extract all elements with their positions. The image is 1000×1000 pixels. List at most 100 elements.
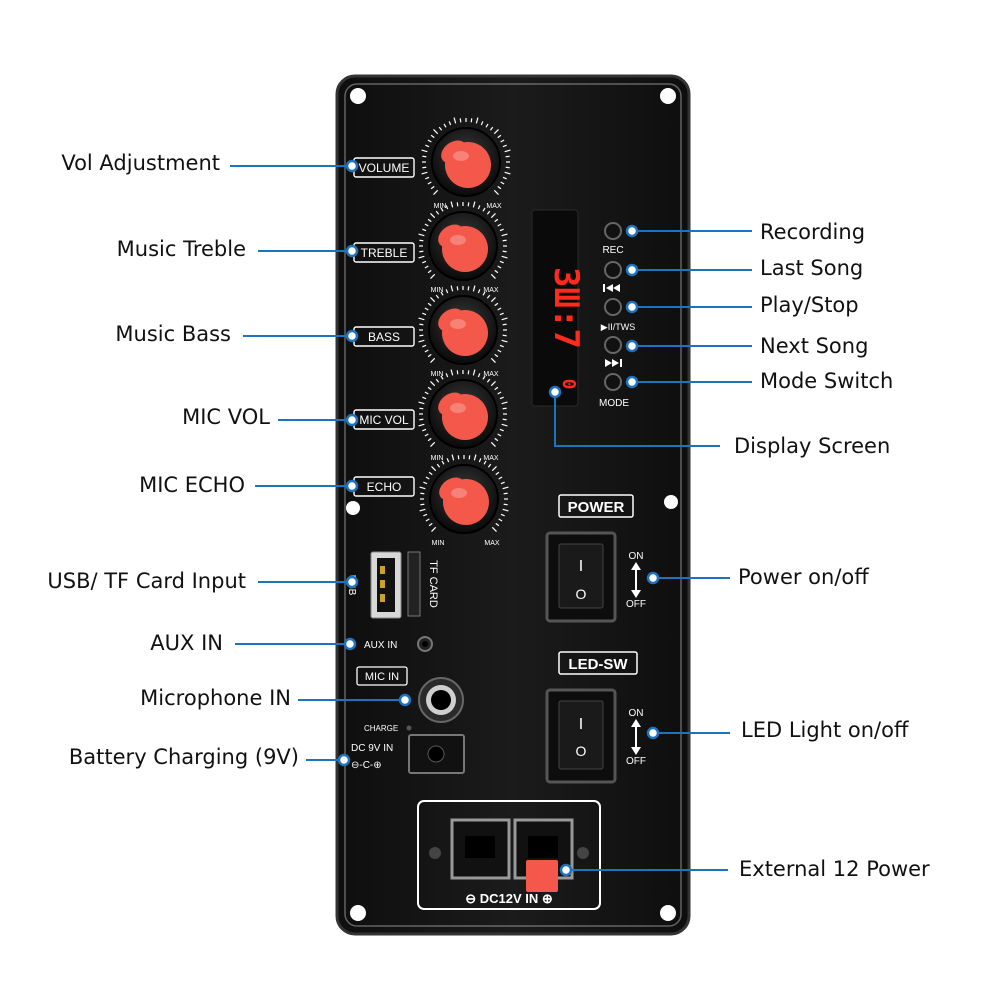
power-on-label: ON: [629, 551, 644, 562]
aux-in-label: AUX IN: [364, 640, 397, 651]
knob-echo[interactable]: MIN MAX: [419, 454, 509, 547]
rec-label: REC: [602, 245, 623, 256]
mounting-hole: [346, 501, 360, 515]
knob-label-volume: VOLUME: [359, 161, 410, 175]
callout-power-onoff: Power on/off: [738, 565, 869, 589]
callout-led-onoff: LED Light on/off: [741, 718, 909, 742]
mounting-hole: [350, 905, 366, 921]
callout-microphone-in: Microphone IN: [140, 686, 291, 710]
charge-label: CHARGE: [364, 724, 398, 733]
callout-vol-adjustment: Vol Adjustment: [61, 151, 220, 175]
callout-display-screen: Display Screen: [734, 434, 891, 458]
connector-display-screen: [554, 392, 720, 447]
callout-last-song: Last Song: [760, 256, 864, 280]
knob-label-bass: BASS: [368, 330, 400, 344]
mounting-hole: [350, 88, 366, 104]
led-arrow-icon: [631, 719, 641, 755]
led-off-symbol: O: [576, 743, 587, 759]
last-song-button[interactable]: [604, 261, 622, 279]
connector-dot-microphone-in: [398, 693, 412, 707]
callout-external-power: External 12 Power: [739, 857, 930, 881]
amplifier-panel: [335, 74, 691, 936]
connector-dot-external-power: [559, 863, 573, 877]
connector-dot-next-song: [625, 339, 639, 353]
power-terminal: ⊖ DC12V IN ⊕: [417, 800, 601, 910]
knob-min-label: MIN: [431, 455, 444, 462]
knob-min-label: MIN: [432, 540, 445, 547]
connector-dot-display-screen: [548, 385, 562, 399]
connector-dot-battery-charging: [337, 753, 351, 767]
polarity-label: ⊖-C-⊕: [351, 760, 382, 771]
connector-dot-aux-in: [343, 637, 357, 651]
connector-dot-usb-tf-input: [345, 575, 359, 589]
connector-dot-led-onoff: [646, 726, 660, 740]
led-sw-label: LED-SW: [568, 656, 628, 673]
previous-track-icon: [603, 284, 620, 292]
knob-max-label: MAX: [483, 455, 499, 462]
callout-next-song: Next Song: [760, 334, 869, 358]
callout-music-bass: Music Bass: [115, 322, 231, 346]
knob-bass[interactable]: MIN MAX: [418, 285, 508, 378]
callout-mode-switch: Mode Switch: [760, 369, 894, 393]
mic-in-label: MIC IN: [365, 671, 399, 683]
connector-dot-recording: [625, 224, 639, 238]
knob-label-mic-vol: MIC VOL: [359, 413, 409, 427]
knob-min-label: MIN: [431, 287, 444, 294]
led-off-label: OFF: [626, 756, 646, 767]
power-label: POWER: [568, 499, 625, 516]
connector-dot-mode-switch: [625, 375, 639, 389]
power-off-symbol: O: [576, 586, 587, 602]
callout-connectors: [230, 159, 752, 877]
power-arrow-icon: [631, 562, 641, 598]
play-stop-button[interactable]: [604, 298, 622, 316]
callout-battery-charging: Battery Charging (9V): [68, 745, 299, 769]
led-sw-label-box: [558, 651, 638, 675]
dc-9v-label: DC 9V IN: [351, 743, 393, 754]
play-tws-label: ▶II/TWS: [601, 322, 635, 332]
knob-max-label: MAX: [483, 371, 499, 378]
knob-min-label: MIN: [431, 371, 444, 378]
callout-mic-echo: MIC ECHO: [139, 473, 245, 497]
connector-dot-mic-vol: [345, 413, 359, 427]
led-on-label: ON: [629, 708, 644, 719]
terminal-label: ⊖ DC12V IN ⊕: [465, 891, 553, 906]
led-on-symbol: I: [579, 716, 583, 733]
connector-dot-music-bass: [345, 329, 359, 343]
mode-button[interactable]: [604, 373, 622, 391]
callout-recording: Recording: [760, 220, 866, 244]
callout-aux-in: AUX IN: [150, 631, 223, 655]
power-on-symbol: I: [579, 558, 583, 575]
knob-label-treble: TREBLE: [361, 246, 408, 260]
display-screen: 3Ш:7 0: [531, 209, 586, 407]
power-off-label: OFF: [626, 599, 646, 610]
callout-music-treble: Music Treble: [116, 237, 246, 261]
knob-treble[interactable]: MIN MAX: [418, 201, 508, 294]
connector-dot-last-song: [625, 263, 639, 277]
connector-dot-music-treble: [345, 244, 359, 258]
next-track-icon: [605, 359, 622, 367]
mode-label: MODE: [599, 398, 629, 409]
next-song-button[interactable]: [604, 336, 622, 354]
knob-mic-vol[interactable]: MIN MAX: [418, 369, 508, 462]
mounting-hole: [664, 495, 678, 509]
connector-dot-power-onoff: [646, 571, 660, 585]
knob-max-label: MAX: [486, 203, 502, 210]
mounting-hole: [660, 88, 676, 104]
knob-max-label: MAX: [483, 287, 499, 294]
callout-usb-tf-input: USB/ TF Card Input: [47, 569, 246, 593]
connector-dot-play-stop: [625, 300, 639, 314]
knob-max-label: MAX: [484, 540, 500, 547]
display-indicator: 0: [558, 379, 579, 390]
tf-card-slot[interactable]: [407, 551, 421, 617]
display-readout: 3Ш:7: [546, 267, 586, 349]
callout-mic-vol: MIC VOL: [182, 405, 270, 429]
tf-card-label: TF CARD: [427, 560, 439, 608]
callout-play-stop: Play/Stop: [760, 293, 859, 317]
connector-dot-mic-echo: [345, 479, 359, 493]
rec-button[interactable]: [604, 222, 622, 240]
red-terminal-tab[interactable]: [526, 860, 558, 892]
connector-dot-vol-adjustment: [345, 159, 359, 173]
